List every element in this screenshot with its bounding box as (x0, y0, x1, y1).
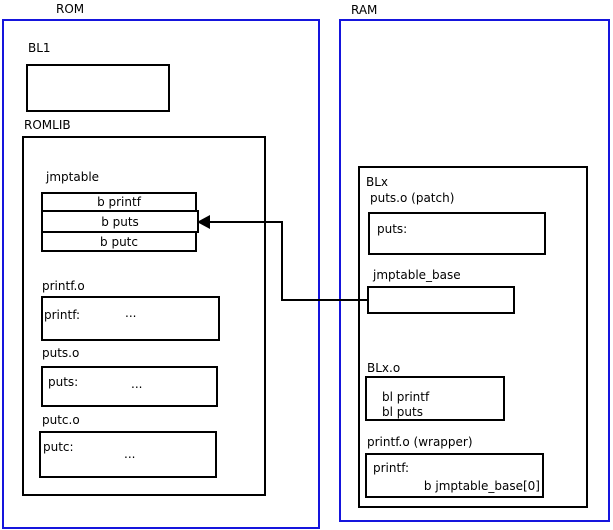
connector-arrowhead-icon (197, 215, 210, 229)
rom-label: ROM (56, 2, 85, 16)
printf-symbol: printf: (44, 308, 81, 322)
jmptable-row-puts: b puts (41, 210, 199, 233)
printf-wrapper-instruction: b jmptable_base[0] (423, 479, 540, 493)
blx-o-box: bl printf bl puts (365, 376, 505, 421)
jmptable-row-puts-text: b puts (101, 214, 139, 229)
printf-o-box: printf: ... (41, 296, 220, 341)
putc-o-box: putc: ... (39, 431, 217, 478)
blx-o-line-bl-puts: bl puts (382, 405, 423, 419)
putc-o-label: putc.o (42, 413, 80, 427)
puts-body-dots: ... (131, 377, 143, 391)
jmptable-row-printf: b printf (41, 192, 197, 212)
jmptable-label: jmptable (46, 170, 100, 184)
puts-o-label: puts.o (42, 346, 80, 360)
printf-wrapper-box: printf: b jmptable_base[0] (365, 453, 544, 498)
blx-o-line-bl-printf: bl printf (382, 390, 430, 404)
puts-patch-label: puts.o (patch) (370, 191, 455, 205)
puts-symbol: puts: (48, 375, 79, 389)
printf-wrapper-symbol: printf: (373, 461, 410, 475)
putc-symbol: putc: (43, 440, 74, 454)
connector-segment-vertical (281, 221, 283, 301)
bl1-label: BL1 (28, 41, 51, 55)
printf-o-label: printf.o (42, 279, 85, 293)
jmptable-row-putc: b putc (41, 231, 197, 252)
blx-label: BLx (366, 175, 389, 189)
rom-cluster-box (2, 19, 320, 529)
connector-segment-lower-horizontal (283, 299, 368, 301)
puts-patch-box: puts: (368, 212, 546, 255)
jmptable-base-box (367, 286, 515, 314)
printf-wrapper-label: printf.o (wrapper) (367, 435, 473, 449)
connector-segment-upper-horizontal (208, 221, 283, 223)
bl1-box (26, 64, 170, 112)
jmptable-row-printf-text: b printf (97, 195, 141, 209)
puts-o-box: puts: ... (41, 366, 218, 407)
ram-label: RAM (351, 3, 378, 17)
ram-cluster-box (339, 19, 610, 522)
romlib-label: ROMLIB (24, 118, 71, 132)
jmptable-row-putc-text: b putc (100, 234, 138, 249)
putc-body-dots: ... (124, 447, 136, 461)
jmptable-base-label: jmptable_base (373, 268, 461, 282)
puts-patch-symbol: puts: (377, 222, 408, 236)
blx-o-label: BLx.o (367, 361, 401, 375)
printf-body-dots: ... (125, 306, 137, 320)
